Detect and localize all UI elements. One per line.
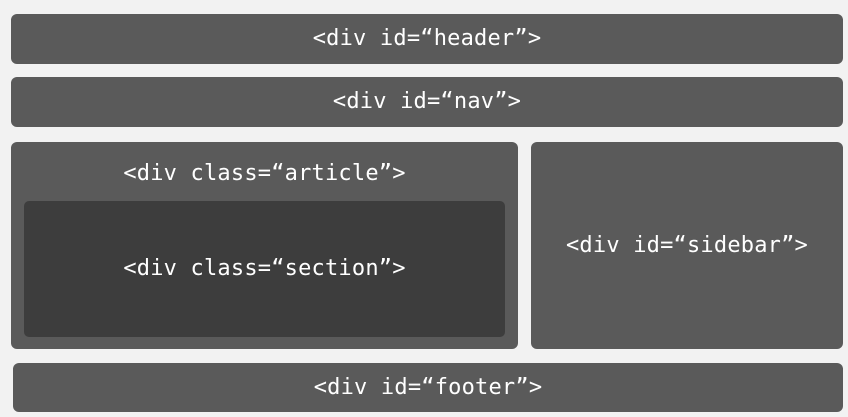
footer-label: <div id=“footer”> [313,375,543,400]
nav-block: <div id=“nav”> [11,77,843,127]
sidebar-label: <div id=“sidebar”> [565,233,808,258]
article-block: <div class=“article”> <div class=“sectio… [11,142,518,349]
nav-label: <div id=“nav”> [332,89,522,114]
header-label: <div id=“header”> [312,26,542,51]
header-block: <div id=“header”> [11,14,843,64]
footer-block: <div id=“footer”> [13,363,843,412]
sidebar-block: <div id=“sidebar”> [531,142,843,349]
section-block: <div class=“section”> [24,201,505,337]
section-label: <div class=“section”> [123,256,406,281]
article-label: <div class=“article”> [123,161,406,186]
